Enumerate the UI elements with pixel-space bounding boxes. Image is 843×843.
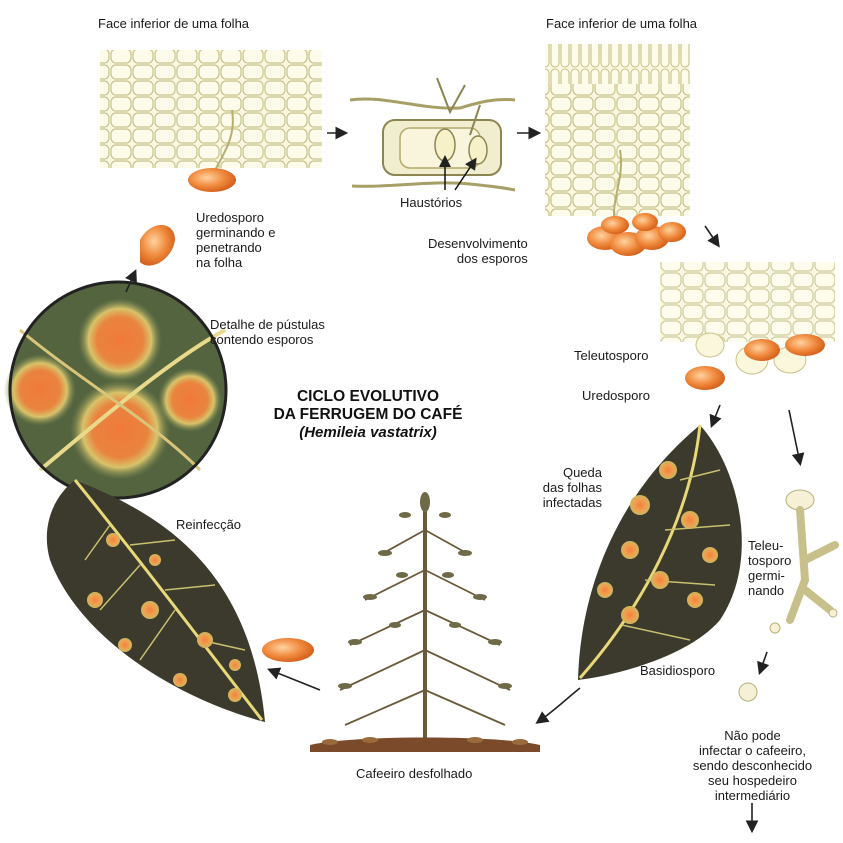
- label-detalhe-pustulas: Detalhe de pústulas contendo esporos: [210, 317, 325, 347]
- leaf-tissue-right: [545, 44, 690, 256]
- label-haustorios: Haustórios: [400, 195, 462, 210]
- label-uredosporo: Uredosporo: [582, 388, 650, 403]
- label-uredosporo-germinando: Uredosporo germinando e penetrando na fo…: [196, 210, 276, 270]
- haustoria-detail: [350, 78, 515, 190]
- diagram-title: CICLO EVOLUTIVO DA FERRUGEM DO CAFÉ (Hem…: [238, 388, 498, 442]
- spore-cluster: [587, 213, 686, 256]
- basidiospore-icon: [739, 683, 757, 701]
- infected-falling-leaf: [578, 425, 742, 680]
- label-basidiosporo: Basidiosporo: [640, 663, 715, 678]
- reinfection-spore: [262, 638, 314, 662]
- label-face-inferior-right: Face inferior de uma folha: [546, 16, 697, 31]
- leaf-tissue-lower-right: [660, 262, 835, 390]
- label-desenvolvimento: Desenvolvimento dos esporos: [428, 236, 528, 266]
- label-queda-folhas: Queda das folhas infectadas: [540, 465, 602, 510]
- label-reinfeccao: Reinfecção: [176, 517, 241, 532]
- germinating-uredospore: [140, 225, 175, 266]
- label-teleutosporo: Teleutosporo: [574, 348, 648, 363]
- label-face-inferior-left: Face inferior de uma folha: [98, 16, 249, 31]
- pustule-detail-circle: [4, 282, 226, 498]
- title-line-2: DA FERRUGEM DO CAFÉ: [238, 406, 498, 424]
- label-cafeeiro-desfolhado: Cafeeiro desfolhado: [356, 766, 472, 781]
- leaf-tissue-left: [100, 50, 322, 192]
- teleutospore-icon: [744, 339, 780, 361]
- defoliated-coffee-tree: [310, 492, 540, 752]
- title-scientific-name: (Hemileia vastatrix): [238, 424, 498, 442]
- spore-penetrating-leaf: [188, 168, 236, 192]
- title-line-1: CICLO EVOLUTIVO: [238, 388, 498, 406]
- label-teleutosporo-germinando: Teleu- tosporo germi- nando: [748, 538, 791, 598]
- uredospore-icon: [685, 366, 725, 390]
- label-nao-pode-infectar: Não pode infectar o cafeeiro, sendo desc…: [665, 728, 840, 803]
